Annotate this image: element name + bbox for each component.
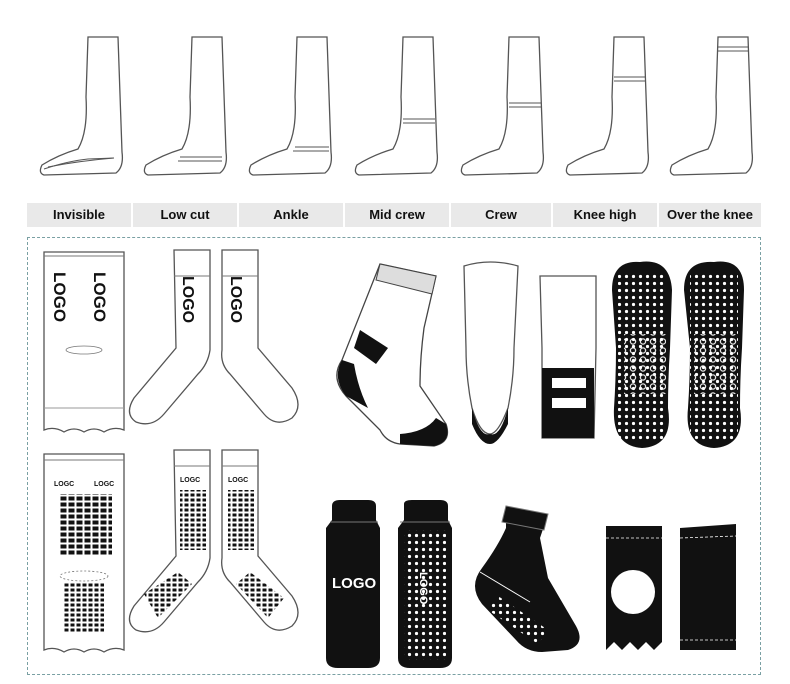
logo-text: LOGO <box>179 276 196 323</box>
black-ankle-grip-sock-template: LOGO LOGO <box>326 500 452 668</box>
black-quarter-grip-sock-template <box>475 505 580 652</box>
sock-over-the-knee-icon <box>669 36 754 176</box>
label-low-cut: Low cut <box>133 203 237 227</box>
grip-crew-sock-pair-template: LOGC LOGC <box>128 449 299 633</box>
crew-sock-front-back-template <box>463 261 597 444</box>
sock-mid-crew-icon <box>354 36 439 176</box>
crew-sock-pair-template: LOGO LOGO <box>128 249 299 425</box>
logo-small-text: LOGC <box>54 481 74 488</box>
label-crew: Crew <box>451 203 551 227</box>
sock-length-row <box>0 0 790 200</box>
logo-text: LOGO <box>332 575 376 592</box>
logo-small-text: LOGC <box>94 481 114 488</box>
sock-templates: LOGO LOGO LOGO LOGO <box>43 249 744 668</box>
label-over-the-knee: Over the knee <box>659 203 761 227</box>
label-ankle: Ankle <box>239 203 343 227</box>
sock-length-labels: Invisible Low cut Ankle Mid crew Crew Kn… <box>27 203 761 227</box>
flat-grip-sock-template: LOGC LOGC <box>43 453 125 653</box>
sock-template-catalog: LOGO LOGO LOGO LOGO <box>27 237 761 675</box>
label-knee-high: Knee high <box>553 203 657 227</box>
sock-invisible-icon <box>39 36 124 176</box>
logo-text: LOGO <box>90 272 109 322</box>
grip-sole-template-pair <box>612 261 744 448</box>
flat-tube-circle-template <box>606 524 737 650</box>
logo-text: LOGO <box>227 276 244 323</box>
sock-length-illustrations <box>39 36 754 176</box>
sock-low-cut-icon <box>143 36 228 176</box>
logo-small-text: LOGC <box>180 477 200 484</box>
logo-text: LOGO <box>417 572 429 605</box>
sock-crew-icon <box>460 36 545 176</box>
label-invisible: Invisible <box>27 203 131 227</box>
logo-small-text: LOGC <box>228 477 248 484</box>
sock-ankle-icon <box>248 36 333 176</box>
label-mid-crew: Mid crew <box>345 203 449 227</box>
sock-knee-high-icon <box>565 36 650 176</box>
flat-sock-template-1: LOGO LOGO <box>43 251 125 433</box>
athletic-sock-template <box>336 263 449 447</box>
logo-text: LOGO <box>50 272 69 322</box>
